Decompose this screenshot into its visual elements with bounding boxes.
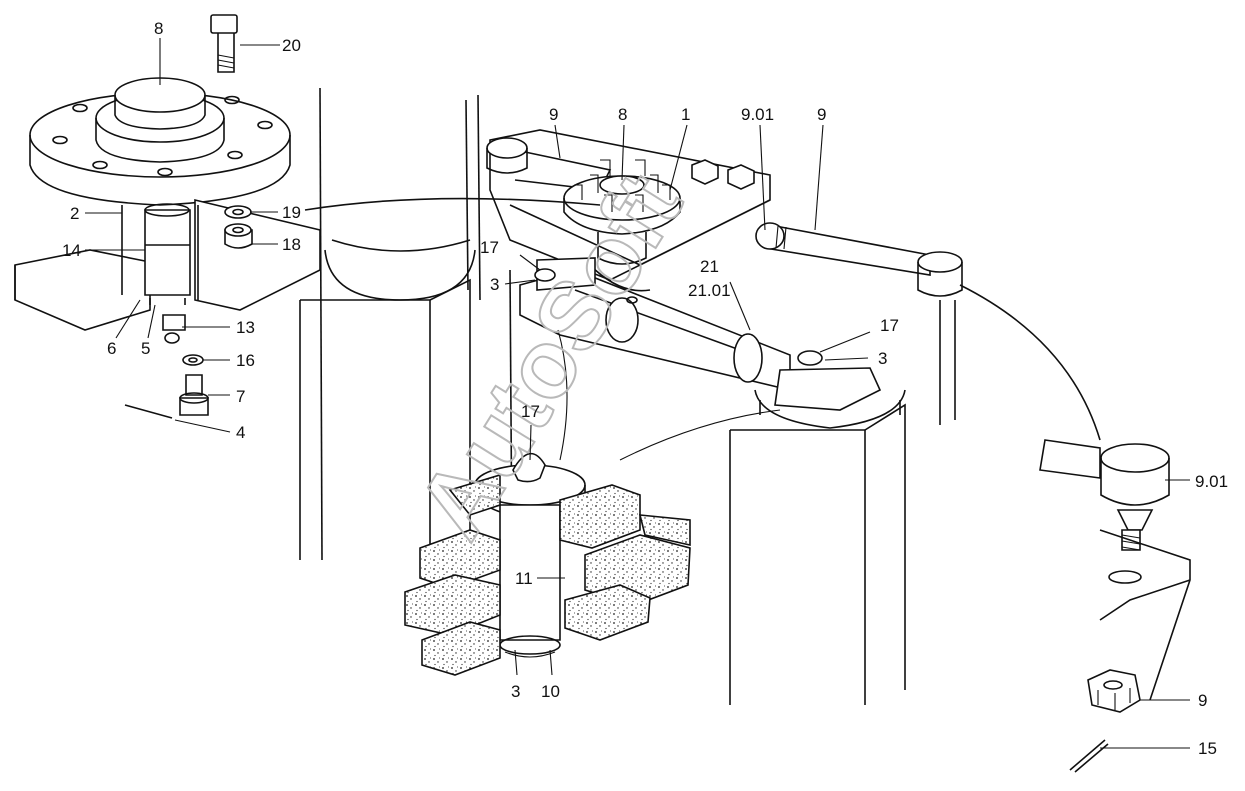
callout-20: 20 (282, 36, 301, 55)
background-columns (299, 87, 956, 705)
leader-lines (85, 38, 1190, 749)
callout-10: 10 (541, 682, 560, 701)
connection-wires (304, 197, 1101, 461)
callout-labels: 8 20 2 19 14 18 13 6 5 16 7 4 9 8 1 9.01… (62, 19, 1228, 758)
callout-15: 15 (1198, 739, 1217, 758)
steering-cylinder-and-tie-rod (519, 222, 963, 429)
callout-3-left: 3 (490, 275, 499, 294)
callout-6: 6 (107, 339, 116, 358)
callout-9-upper-right: 9 (817, 105, 826, 124)
callout-16: 16 (236, 351, 255, 370)
callout-5: 5 (141, 339, 150, 358)
callout-8-hub: 8 (154, 19, 163, 38)
callout-9-01-right: 9.01 (1195, 472, 1228, 491)
callout-9-nut: 9 (1198, 691, 1207, 710)
upper-center-steering-block (486, 129, 771, 292)
left-hub-assembly (14, 14, 321, 419)
callout-21-01: 21.01 (688, 281, 731, 300)
callout-7: 7 (236, 387, 245, 406)
callout-13: 13 (236, 318, 255, 337)
callout-17-lower: 17 (521, 402, 540, 421)
callout-9-01-upper: 9.01 (741, 105, 774, 124)
callout-4: 4 (236, 423, 245, 442)
callout-18: 18 (282, 235, 301, 254)
callout-11: 11 (515, 569, 533, 588)
callout-8-flange: 8 (618, 105, 627, 124)
callout-14: 14 (62, 241, 81, 260)
callout-17-left: 17 (480, 238, 499, 257)
callout-9-upper-left: 9 (549, 105, 558, 124)
callout-21: 21 (700, 257, 719, 276)
lower-kingpin-assembly (404, 452, 691, 676)
callout-1: 1 (681, 105, 690, 124)
callout-17-right: 17 (880, 316, 899, 335)
callout-3-lower: 3 (511, 682, 520, 701)
right-tie-rod-end-assembly (1039, 439, 1191, 773)
callout-19: 19 (282, 203, 301, 222)
callout-2: 2 (70, 204, 79, 223)
callout-3-right: 3 (878, 349, 887, 368)
